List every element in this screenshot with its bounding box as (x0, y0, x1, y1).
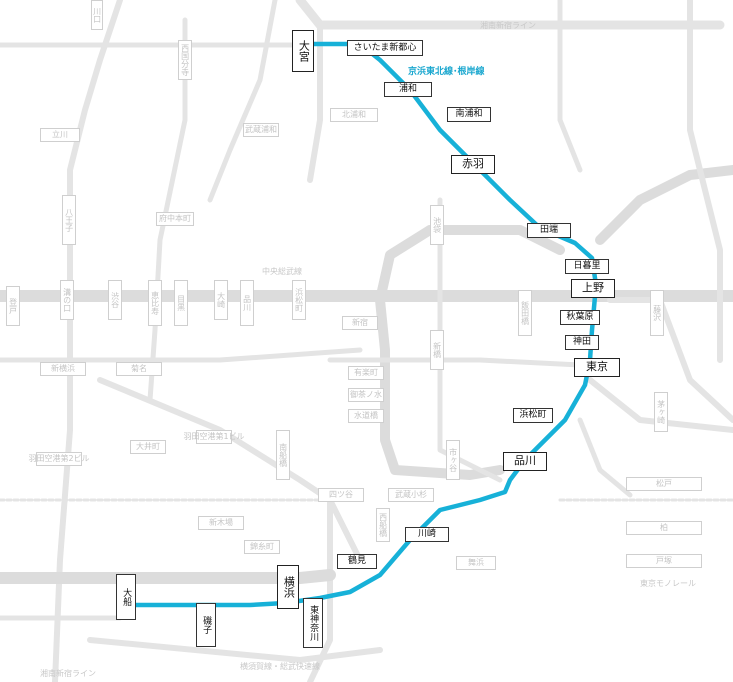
station-hamamatsucho[interactable]: 浜松町 (513, 408, 553, 423)
ghost-line-east-3 (687, 0, 723, 363)
station-ueno[interactable]: 上野 (571, 279, 615, 298)
ghost-station: 羽田空港第1ビル (183, 430, 245, 444)
ghost-station: 浜松町 (292, 280, 306, 320)
ghost-station: 飯田橋 (518, 290, 532, 336)
ghost-station: 八王子 (62, 195, 76, 245)
ghost-station: 登戸 (6, 286, 20, 326)
ghost-station: 大崎 (214, 280, 228, 320)
ghost-station: 立川 (40, 128, 80, 142)
station-higashi-kanagawa[interactable]: 東神奈川 (303, 598, 323, 648)
ghost-station: 溝の口 (60, 280, 74, 320)
ghost-station: 戸塚 (626, 554, 702, 568)
station-ofuna[interactable]: 大船 (116, 574, 136, 620)
ghost-line-yamanote-north (425, 225, 565, 255)
ghost-station: 新木場 (198, 516, 244, 530)
ghost-station: 新宿 (342, 316, 378, 330)
station-akihabara[interactable]: 秋葉原 (560, 310, 600, 325)
ghost-station: 御茶ノ水 (348, 388, 384, 402)
ghost-station: 品川 (240, 280, 254, 326)
ghost-line-keio (0, 347, 363, 363)
ghost-station: 大井町 (130, 440, 166, 454)
ghost-line-label: 湘南新宿ライン (480, 21, 536, 30)
ghost-line-east-2 (587, 377, 733, 433)
ghost-line-label: 中央総武線 (262, 267, 302, 276)
ghost-station: 目黒 (174, 280, 188, 326)
ghost-station: 恵比寿 (148, 280, 162, 326)
ghost-station: 武蔵小杉 (388, 488, 434, 502)
ghost-line-label: 横須賀線・総武快速線 (240, 662, 320, 671)
ghost-station: 舞浜 (456, 556, 496, 570)
ghost-station: 新横浜 (40, 362, 86, 376)
ghost-line-tokaido (0, 569, 336, 584)
ghost-line-west-3 (207, 0, 278, 203)
ghost-line-monorail (577, 417, 633, 498)
ghost-line-east-1 (607, 297, 733, 423)
ghost-station: 武蔵浦和 (243, 123, 279, 137)
ghost-station: 松戸 (626, 477, 702, 491)
ghost-station: 四ツ谷 (318, 488, 364, 502)
ghost-line-joban (595, 165, 733, 245)
station-saitama-shintoshin[interactable]: さいたま新都心 (347, 40, 423, 56)
ghost-station: 市ヶ谷 (446, 440, 460, 480)
ghost-station: 有楽町 (348, 366, 384, 380)
station-tokyo[interactable]: 東京 (574, 358, 620, 377)
ghost-line-yokosuka (87, 637, 383, 663)
station-akabane[interactable]: 赤羽 (451, 155, 495, 174)
station-tsurumi[interactable]: 鶴見 (337, 554, 377, 569)
ghost-station: 羽田空港第2ビル (28, 452, 90, 466)
station-omiya[interactable]: 大宮 (292, 30, 314, 72)
station-nippori[interactable]: 日暮里 (565, 259, 609, 274)
ghost-line-tokyu (307, 497, 333, 682)
keihin-tohoku-line (127, 41, 599, 608)
ghost-line-north-2 (557, 0, 583, 173)
ghost-station: 池袋 (430, 205, 444, 245)
ghost-line-west-1 (52, 0, 123, 682)
station-shinagawa[interactable]: 品川 (503, 452, 547, 471)
ghost-line-label: 東京モノレール (640, 579, 696, 588)
station-isogo[interactable]: 磯子 (196, 603, 216, 647)
ghost-station: 菊名 (116, 362, 162, 376)
ghost-station: 西船橋 (376, 508, 390, 542)
ghost-station: 西国分寺 (178, 40, 192, 80)
ghost-line-saikyo (437, 197, 503, 483)
ghost-station: 藤沢 (650, 290, 664, 336)
ghost-station: 錦糸町 (244, 540, 280, 554)
station-minami-urawa[interactable]: 南浦和 (447, 107, 491, 122)
ghost-line-north-3 (307, 22, 323, 183)
station-urawa[interactable]: 浦和 (384, 82, 432, 97)
ghost-station: 柏 (626, 521, 702, 535)
ghost-station: 渋谷 (108, 280, 122, 320)
ghost-station: 南船橋 (276, 430, 290, 480)
station-kawasaki[interactable]: 川崎 (405, 527, 449, 542)
ghost-station: 茅ヶ崎 (654, 392, 668, 432)
ghost-station: 府中本町 (156, 212, 194, 226)
ghost-station: 川口 (91, 0, 103, 30)
station-yokohama[interactable]: 横浜 (277, 565, 299, 609)
station-tabata[interactable]: 田端 (527, 223, 571, 238)
ghost-line-diagonal (97, 377, 363, 563)
ghost-line-label: 湘南新宿ライン (40, 669, 96, 678)
ghost-line-west-2 (147, 17, 188, 403)
line-name-label: 京浜東北線･根岸線 (408, 67, 485, 77)
ghost-station: 水道橋 (348, 409, 384, 423)
ghost-line-mid (327, 357, 583, 368)
ghost-station: 新橋 (430, 330, 444, 370)
station-kanda[interactable]: 神田 (565, 335, 599, 350)
ghost-station: 北浦和 (330, 108, 378, 122)
